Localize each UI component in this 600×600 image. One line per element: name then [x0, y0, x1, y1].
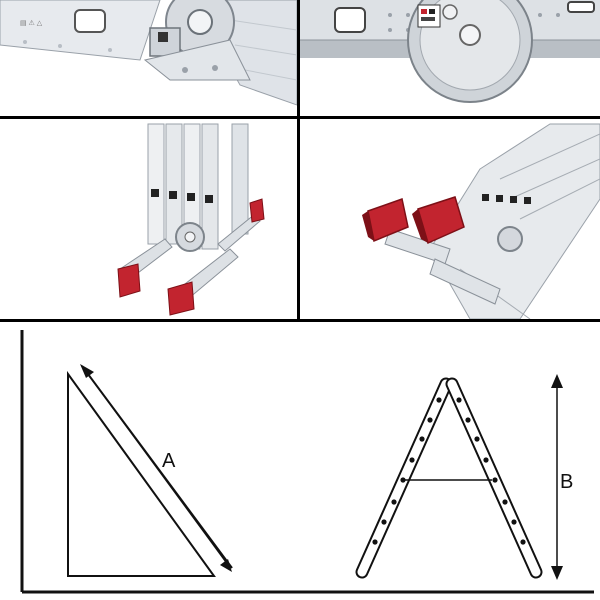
- folded-ladder-photo: [0, 119, 297, 319]
- length-a-arrow: [80, 364, 232, 572]
- ladder-rung-dots: [372, 397, 526, 545]
- label-a: A: [162, 450, 176, 472]
- ladder-feet-photo: [300, 119, 600, 319]
- label-b: B: [560, 471, 573, 493]
- hinge-closeup-photo: ▤ ⚠ △: [0, 0, 297, 116]
- ladder-dimension-diagram: A: [0, 322, 600, 600]
- diagram-axes: [20, 330, 594, 594]
- svg-text:▤ ⚠ △: ▤ ⚠ △: [20, 19, 43, 27]
- grid-divider-vertical: [297, 0, 300, 322]
- grid-divider-horizontal-top: [0, 116, 600, 119]
- height-b-arrow: [551, 374, 563, 580]
- hinge-side-photo: [300, 0, 600, 116]
- grid-divider-horizontal-bottom: [0, 319, 600, 322]
